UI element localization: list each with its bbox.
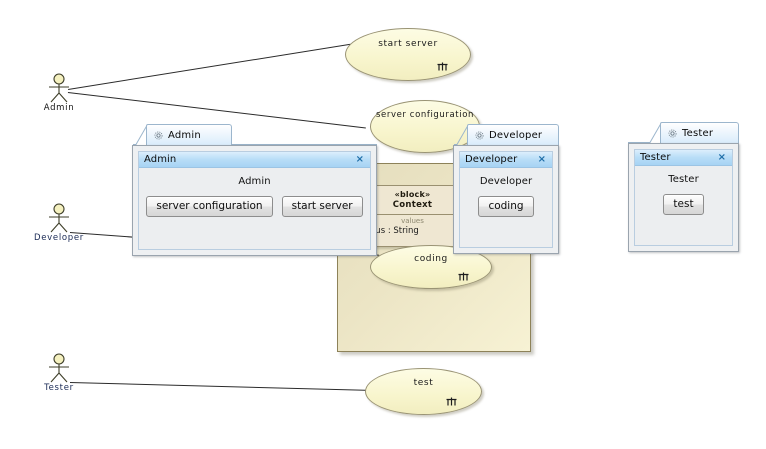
admin-panel-body: Admin server configuration start server [139,169,370,249]
actor-tester-label: Tester [44,383,74,393]
actor-developer: Developer [34,203,83,247]
gear-icon [474,130,485,141]
use-case-server-configuration-label: server configuration [376,110,474,120]
use-case-start-server: start server [345,28,471,81]
use-case-marker-icon [437,62,448,71]
block-context-header: «block» Context [356,186,469,211]
block-values-compartment-title: values [401,217,424,225]
developer-panel-body: Developer coding [460,169,552,247]
tester-window-inner: Tester × Tester test [634,149,733,246]
window-admin[interactable]: Admin Admin × Admin server configuration [132,124,377,256]
tester-window-title: Tester [640,152,671,163]
window-tester[interactable]: Tester Tester × Tester test [628,122,739,252]
tester-titlebar[interactable]: Tester × [635,150,732,166]
developer-window-inner: Developer × Developer coding [459,151,553,248]
tab-developer[interactable]: Developer [467,124,559,145]
tab-admin-skew [133,124,147,145]
admin-tabstrip: Admin [132,124,377,145]
tab-admin[interactable]: Admin [146,124,232,145]
start-server-button[interactable]: start server [281,196,363,217]
actor-admin: Admin [44,73,74,117]
developer-button-row: coding [460,196,552,217]
tab-underline [628,142,647,143]
close-icon[interactable]: × [355,153,364,165]
coding-button[interactable]: coding [478,196,534,217]
admin-window-inner: Admin × Admin server configuration start… [138,151,371,250]
tab-tester-skew [647,122,661,143]
developer-titlebar[interactable]: Developer × [460,152,552,168]
admin-window-frame: Admin × Admin server configuration start… [132,145,377,256]
admin-panel-heading: Admin [238,176,271,187]
tab-tester[interactable]: Tester [660,122,739,143]
tester-window-frame: Tester × Tester test [628,143,739,252]
close-icon[interactable]: × [717,151,726,163]
use-case-server-configuration: server configuration [370,100,480,153]
block-stereotype: «block» [394,190,431,199]
tab-developer-label: Developer [489,129,543,141]
actor-tester: Tester [44,353,74,397]
actor-admin-label: Admin [43,103,75,113]
gear-icon [153,130,164,141]
block-title: Context [392,200,433,210]
actor-developer-label: Developer [33,233,85,243]
tester-button-row: test [635,194,732,215]
use-case-marker-icon [458,272,469,281]
tester-panel-heading: Tester [668,174,699,185]
tab-developer-skew [454,124,468,145]
admin-window-title: Admin [144,154,177,165]
tab-admin-label: Admin [168,129,201,141]
developer-window-title: Developer [465,154,518,165]
use-case-test: test [365,368,482,415]
server-configuration-button[interactable]: server configuration [146,196,273,217]
tab-underline [232,144,377,145]
developer-panel-heading: Developer [479,176,533,187]
block-separator [356,214,469,215]
developer-tabstrip: Developer [453,124,559,145]
tab-tester-label: Tester [682,127,714,139]
admin-titlebar[interactable]: Admin × [139,152,370,168]
use-case-coding-label: coding [414,254,448,264]
admin-button-row: server configuration start server [139,196,370,217]
developer-window-frame: Developer × Developer coding [453,145,559,254]
test-button[interactable]: test [663,194,704,215]
use-case-start-server-label: start server [378,39,438,49]
tester-panel-body: Tester test [635,167,732,245]
close-icon[interactable]: × [537,153,546,165]
block-attribute-status: status : String [359,226,419,236]
tester-tabstrip: Tester [628,122,739,143]
use-case-marker-icon [446,397,457,406]
gear-icon [667,128,678,139]
window-developer[interactable]: Developer Developer × Developer coding [453,124,559,254]
use-case-test-label: test [413,378,434,388]
